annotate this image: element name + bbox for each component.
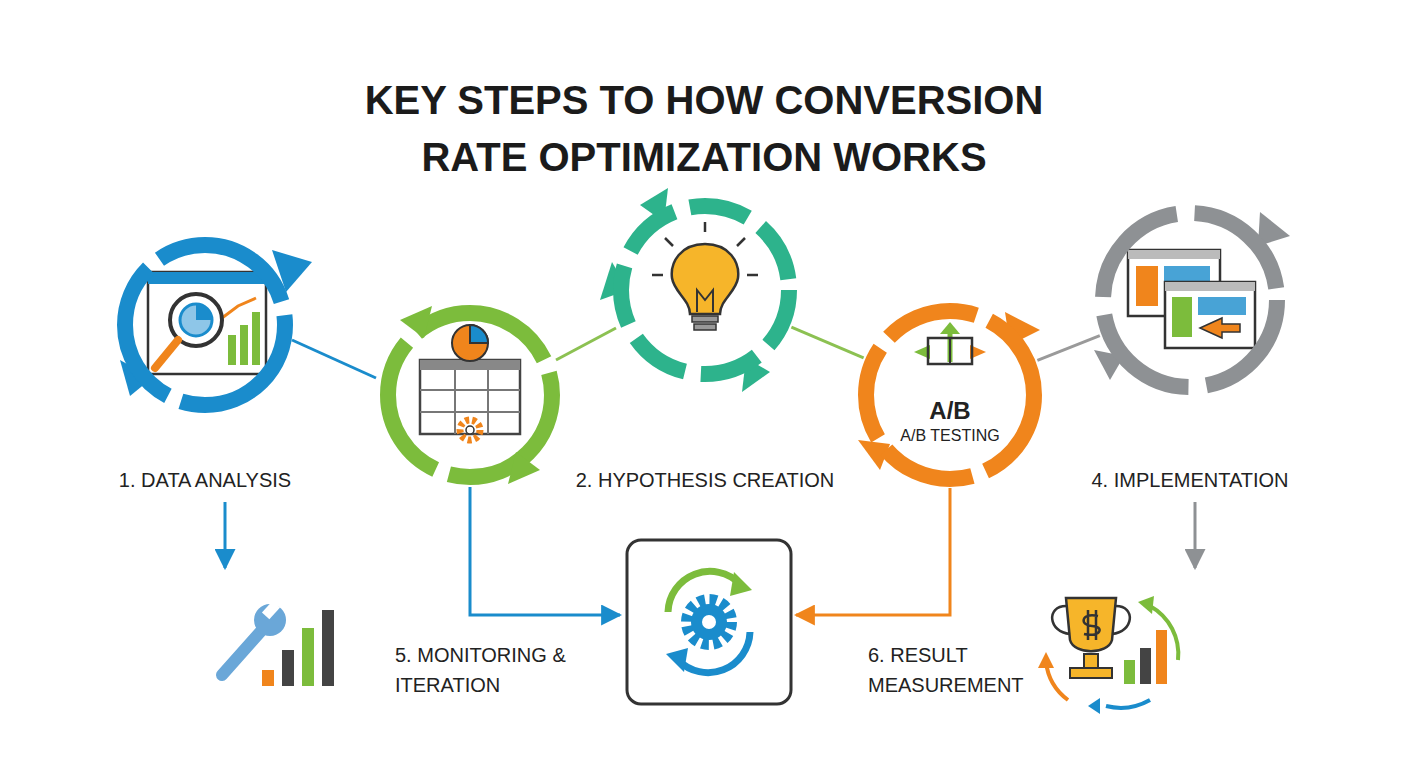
step-label: 4. IMPLEMENTATION — [1065, 466, 1315, 494]
step-label: A/B TESTING — [858, 425, 1042, 447]
connector — [1037, 336, 1099, 361]
step-label: 2. HYPOTHESIS CREATION — [555, 466, 855, 494]
ring-outline — [858, 303, 1042, 487]
step-circle: 1. DATA ANALYSIS — [117, 237, 293, 413]
step-label: 6. RESULT MEASUREMENT — [868, 640, 1033, 700]
label-block: 4. IMPLEMENTATION — [1065, 466, 1315, 494]
step-circle: 4. IMPLEMENTATION — [1095, 205, 1285, 395]
ring — [866, 311, 1034, 479]
step-label: 5. MONITORING & ITERATION — [395, 640, 570, 700]
inner-text: A/BA/B TESTING — [858, 397, 1042, 447]
step-circle: 2. HYPOTHESIS CREATION — [613, 198, 797, 382]
step-circle: A/BA/B TESTING — [858, 303, 1042, 487]
title: KEY STEPS TO HOW CONVERSION RATE OPTIMIZ… — [180, 72, 1228, 186]
label-block: 2. HYPOTHESIS CREATION — [555, 466, 855, 494]
ring-outline — [1095, 205, 1285, 395]
connector — [791, 327, 863, 358]
ring-outline — [117, 237, 293, 413]
ring — [125, 245, 285, 405]
ring-outline — [613, 198, 797, 382]
step-label: 1. DATA ANALYSIS — [80, 466, 330, 494]
icon-text: A/B — [858, 397, 1042, 425]
label-block: 1. DATA ANALYSIS — [80, 466, 330, 494]
ring — [621, 206, 789, 374]
ring — [1103, 213, 1277, 387]
